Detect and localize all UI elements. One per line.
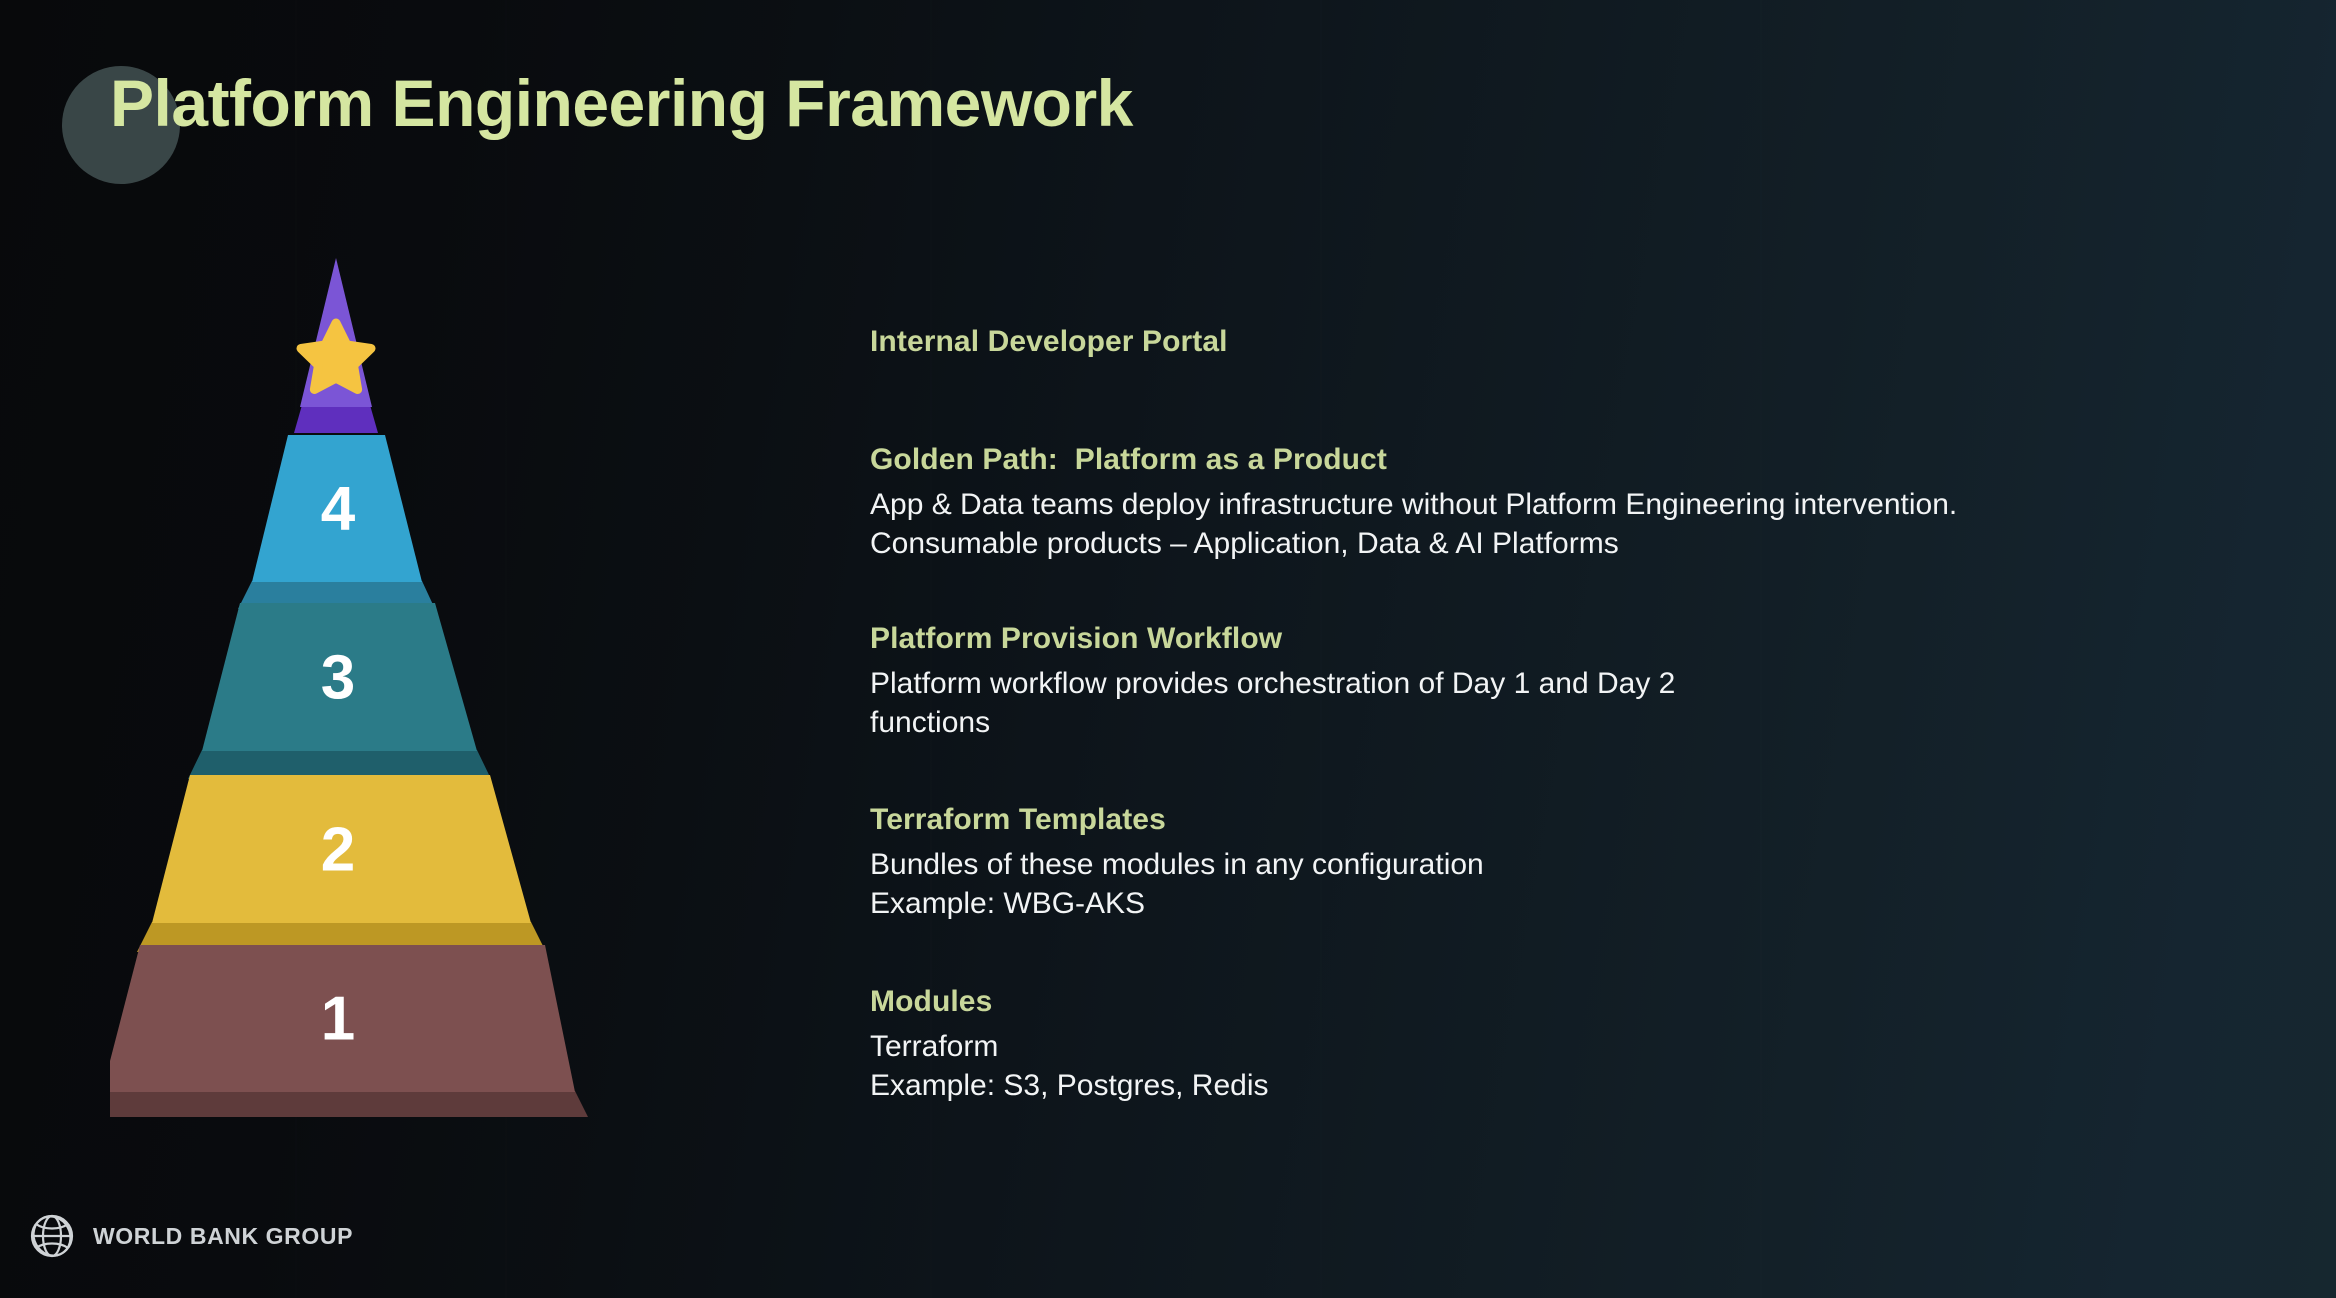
description-body: Terraform Example: S3, Postgres, Redis bbox=[870, 1030, 1269, 1102]
pyramid-tier-3[interactable]: 3 bbox=[188, 603, 491, 779]
globe-icon bbox=[30, 1214, 74, 1258]
description-heading: Golden Path: Platform as a Product bbox=[870, 443, 1387, 476]
description-heading: Modules bbox=[870, 985, 993, 1018]
pyramid-tier-4-base bbox=[238, 581, 435, 609]
pyramid-tier-2-base bbox=[137, 922, 546, 952]
pyramid-diagram: 4 3 2 1 bbox=[110, 245, 870, 1145]
description-golden-path: Golden Path: Platform as a Product App &… bbox=[870, 443, 1957, 563]
title-accent-circle bbox=[62, 66, 180, 184]
pyramid-tier-3-face bbox=[202, 603, 477, 751]
description-heading: Internal Developer Portal bbox=[870, 325, 1228, 358]
description-body: Platform workflow provides orchestration… bbox=[870, 667, 1676, 739]
pyramid-tier-top[interactable] bbox=[294, 258, 378, 433]
world-bank-group-logo: WORLD BANK GROUP bbox=[24, 1208, 353, 1264]
description-internal-developer-portal: Internal Developer Portal bbox=[870, 325, 1228, 367]
page-title-text: Platform Engineering Framework bbox=[110, 66, 1133, 140]
pyramid-tier-1-number: 1 bbox=[321, 984, 355, 1053]
star-icon bbox=[296, 318, 376, 394]
pyramid-tier-2[interactable]: 2 bbox=[137, 775, 546, 952]
description-body: App & Data teams deploy infrastructure w… bbox=[870, 488, 1958, 560]
bg-band bbox=[1760, 0, 1762, 1298]
description-body: Bundles of these modules in any configur… bbox=[870, 848, 1484, 920]
pyramid-tier-4-number: 4 bbox=[321, 474, 356, 543]
page-title: Platform Engineering Framework bbox=[62, 38, 1133, 184]
description-heading: Terraform Templates bbox=[870, 803, 1166, 836]
pyramid-tier-3-number: 3 bbox=[321, 643, 355, 712]
pyramid-tier-2-face bbox=[152, 775, 531, 923]
pyramid-tier-3-base bbox=[188, 750, 491, 779]
pyramid-tier-2-number: 2 bbox=[321, 815, 355, 884]
pyramid-tier-4[interactable]: 4 bbox=[238, 435, 435, 609]
pyramid-tier-1-face bbox=[110, 945, 575, 1092]
description-heading: Platform Provision Workflow bbox=[870, 622, 1283, 655]
description-modules: Modules Terraform Example: S3, Postgres,… bbox=[870, 985, 1269, 1105]
description-platform-provision-workflow: Platform Provision Workflow Platform wor… bbox=[870, 622, 1675, 742]
pyramid-tier-top-base bbox=[294, 405, 378, 433]
pyramid-tier-4-face bbox=[252, 435, 422, 582]
pyramid-tier-1[interactable]: 1 bbox=[110, 945, 588, 1117]
description-terraform-templates: Terraform Templates Bundles of these mod… bbox=[870, 803, 1484, 923]
logo-text: WORLD BANK GROUP bbox=[93, 1222, 354, 1249]
pyramid-tier-1-base bbox=[110, 1091, 588, 1117]
